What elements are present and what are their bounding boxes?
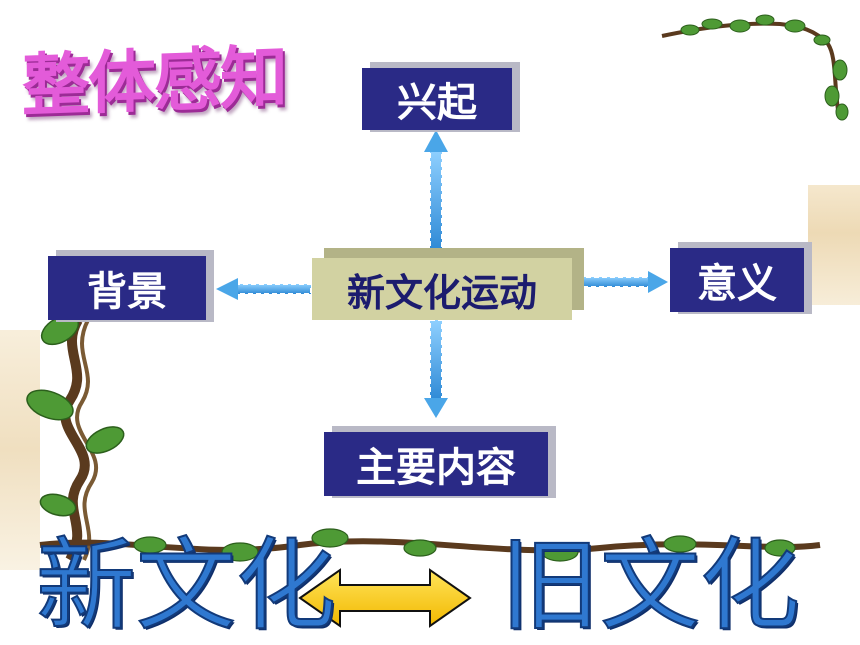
arrow-down-icon <box>424 319 448 418</box>
node-significance: 意义 <box>670 248 804 312</box>
arrow-left-icon <box>216 278 312 300</box>
node-background: 背景 <box>48 256 206 320</box>
bottom-new-culture: 新文化 <box>35 527 337 644</box>
center-topic: 新文化运动 <box>312 258 572 320</box>
page-title: 整体感知 <box>22 37 287 127</box>
node-main-content: 主要内容 <box>324 432 548 496</box>
node-rise: 兴起 <box>362 68 512 130</box>
paper-texture-right <box>808 185 860 305</box>
left-vine-icon <box>26 314 125 563</box>
top-right-vine-icon <box>661 14 849 121</box>
double-arrow-icon <box>298 568 472 628</box>
paper-texture-left <box>0 330 40 570</box>
arrow-right-icon <box>577 271 668 293</box>
arrow-up-icon <box>424 130 448 251</box>
bottom-old-culture: 旧文化 <box>499 527 801 644</box>
bottom-vine-icon <box>39 528 821 562</box>
